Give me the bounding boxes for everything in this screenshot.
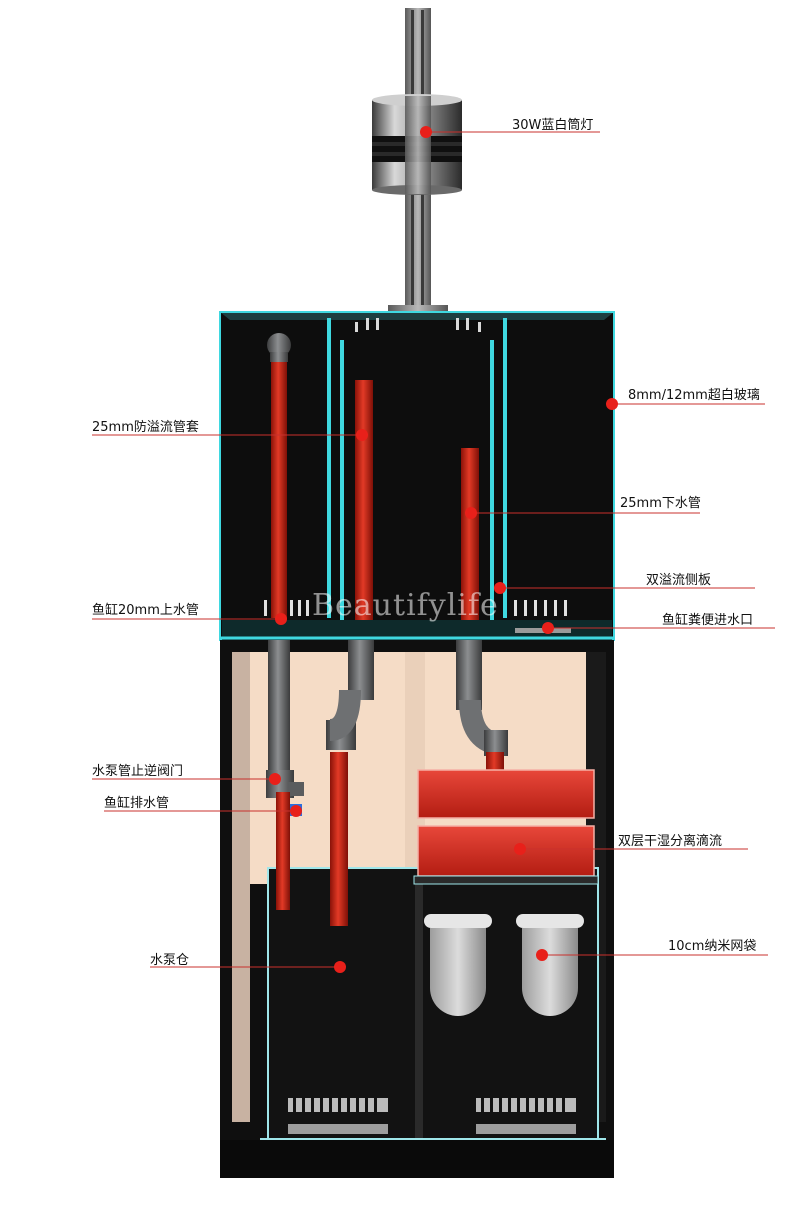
callout-down-pipe: 25mm下水管 [620,496,701,511]
marker-dot-return-pipe [275,613,287,625]
callout-check-valve: 水泵管止逆阀门 [92,764,184,779]
cabinet-base [220,1140,614,1178]
gray-plumbing [266,640,508,798]
tube-light [372,94,462,195]
marker-dot-check-valve [269,773,281,785]
marker-dot-light [420,126,432,138]
callout-filter-bag: 10cm纳米网袋 [668,939,757,954]
callout-light: 30W蓝白筒灯 [512,118,594,133]
marker-dot-drain-pipe [290,805,302,817]
callout-pump-chamber: 水泵仓 [150,953,190,968]
down-pipe-shape [461,448,479,620]
marker-dot-pump-chamber [334,961,346,973]
callout-glass: 8mm/12mm超白玻璃 [628,388,760,403]
callout-overflow-sleeve: 25mm防溢流管套 [92,420,199,435]
callout-drain-pipe: 鱼缸排水管 [104,796,170,811]
callout-drip-tray: 双层干湿分离滴流 [618,834,723,849]
marker-dot-glass [606,398,618,410]
marker-dot-side-panel [494,582,506,594]
callout-return-pipe: 鱼缸20mm上水管 [92,603,199,618]
callout-waste-inlet: 鱼缸粪便进水口 [662,613,754,628]
callout-leaders [92,126,775,973]
marker-dot-drip-tray [514,843,526,855]
overflow-sleeve-pipe [267,333,291,618]
marker-dot-waste-inlet [542,622,554,634]
marker-dot-overflow-sleeve [356,429,368,441]
standpipe-middle [355,380,373,620]
drip-trays [413,769,599,885]
watermark: Beautifylife [312,588,499,623]
marker-dot-filter-bag [536,949,548,961]
marker-dot-down-pipe [465,507,477,519]
filter-bags [424,914,584,1016]
callout-side-panel: 双溢流侧板 [646,573,712,588]
cabinet [220,640,614,1178]
